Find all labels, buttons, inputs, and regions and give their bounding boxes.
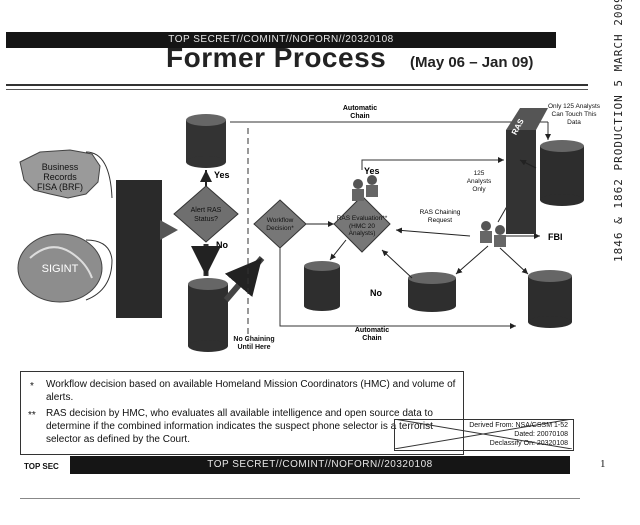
- yes-label-right: Yes: [364, 166, 380, 176]
- fbi-label: FBI: [548, 232, 563, 242]
- top-sec-label: TOP SEC: [24, 462, 59, 471]
- no-label-right: No: [370, 288, 382, 298]
- us-map-icon: [19, 149, 101, 199]
- ras-data-block: RAS: [506, 108, 548, 234]
- analyst-group-icon: [480, 221, 506, 247]
- note2-text: RAS decision by HMC, who evaluates all a…: [46, 408, 433, 445]
- collection-block: [116, 180, 162, 318]
- sigint-label: SIGINT: [42, 263, 79, 275]
- right-database-top-icon: [540, 140, 584, 206]
- derived-from-text: Derived From: NSA/CSSM 1-52 Dated: 20070…: [436, 421, 568, 448]
- no-label-left: No: [216, 240, 228, 250]
- derived-line2: Dated: 20070108: [514, 431, 568, 438]
- alerts-database-icon: [186, 114, 226, 168]
- page-title: Former Process: [166, 42, 387, 73]
- analysts-125-note: Only 125 Analysts Can Touch This Data: [547, 103, 601, 126]
- no-chaining-label: No Chaining Until Here: [233, 336, 275, 351]
- ras-evaluation-diamond: [333, 195, 391, 253]
- footer-rule: [20, 498, 580, 499]
- globe-icon: [17, 233, 103, 303]
- notes-box: [20, 371, 464, 455]
- right-database-bottom-icon: [528, 270, 572, 328]
- note1-marker: *: [30, 381, 34, 392]
- derived-line3: Declassify On: 20320108: [489, 440, 568, 447]
- classification-text-bottom: TOP SECRET//COMINT//NOFORN//20320108: [207, 459, 433, 470]
- classification-banner-bottom: TOP SECRET//COMINT//NOFORN//20320108: [70, 456, 570, 474]
- page-number: 1: [600, 458, 606, 470]
- strike-cross: [394, 419, 572, 449]
- note1-text: Workflow decision based on available Hom…: [46, 379, 456, 403]
- derived-from-box: [394, 419, 574, 451]
- title-rule: [6, 84, 588, 90]
- analysts-icon: [352, 175, 378, 201]
- analysts-only-label: 125 Analysts Only: [466, 170, 492, 193]
- small-database-icon: [304, 261, 340, 311]
- yes-label-top: Yes: [214, 170, 230, 180]
- derived-line1: Derived From: NSA/CSSM 1-52: [469, 422, 568, 429]
- page-subtitle: (May 06 – Jan 09): [410, 54, 534, 71]
- alert-ras-diamond: [173, 185, 239, 243]
- classification-banner-top: TOP SECRET//COMINT//NOFORN//20320108: [6, 32, 556, 48]
- workflow-decision-diamond: [253, 199, 307, 249]
- margin-stamp: 1846 & 1862 PRODUCTION 5 MARCH 2009 -85-: [612, 0, 625, 262]
- classification-text-top: TOP SECRET//COMINT//NOFORN//20320108: [168, 34, 394, 45]
- non-ras-database-icon: [188, 278, 228, 352]
- note2-marker: **: [28, 410, 36, 421]
- middle-database-icon: [408, 272, 456, 312]
